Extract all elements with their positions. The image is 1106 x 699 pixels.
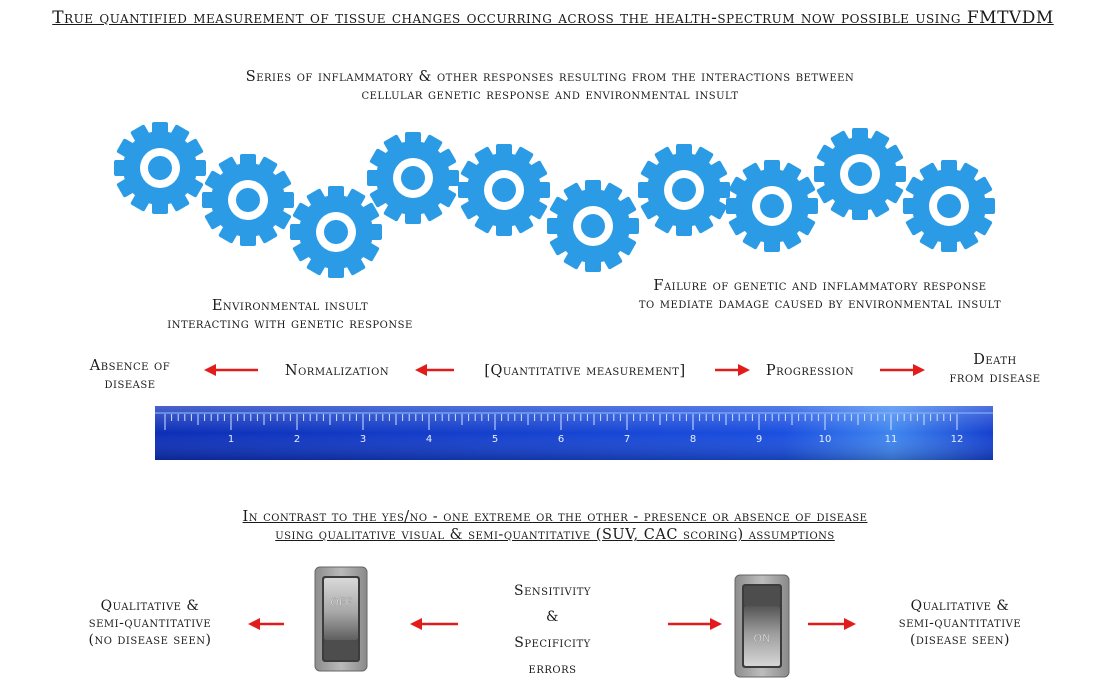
absence-line-2: disease [104, 376, 156, 392]
arrow-left-icon [204, 364, 258, 376]
series-line-2: cellular genetic response and environmen… [361, 87, 739, 103]
ruler-number: 12 [951, 434, 964, 445]
disease-seen-label: Qualitative & semi-quantitative (disease… [870, 598, 1050, 649]
ruler-number: 10 [819, 434, 832, 445]
death-line-2: from disease [949, 370, 1041, 386]
ruler-number: 5 [492, 434, 498, 445]
ruler-number: 1 [228, 434, 234, 445]
ruler-number: 3 [360, 434, 366, 445]
death-line-1: Death [973, 352, 1017, 368]
quantitative-measurement-label: [Quantitative measurement] [484, 363, 686, 379]
absence-of-disease-label: Absence of disease [70, 357, 190, 393]
failure-line-2: to mediate damage caused by environmenta… [638, 296, 1002, 312]
off-switch: OFF [314, 566, 368, 672]
right-label-line-2: semi-quantitative [898, 615, 1022, 631]
errors-line-1: Sensitivity [513, 583, 591, 599]
absence-line-1: Absence of [89, 358, 171, 374]
errors-line-3: Specificity [514, 635, 591, 651]
contrast-line-1: In contrast to the yes/no - one extreme … [242, 509, 868, 525]
series-caption: Series of inflammatory & other responses… [140, 68, 960, 104]
progression-label: Progression [765, 363, 855, 379]
env-insult-line-1: Environmental insult [211, 298, 369, 314]
left-label-line-2: semi-quantitative [88, 615, 212, 631]
ruler-number: 2 [294, 434, 300, 445]
right-label-line-1: Qualitative & [910, 598, 1010, 614]
contrast-line-2: using qualitative visual & semi-quantita… [275, 527, 835, 543]
ruler-number: 7 [624, 434, 630, 445]
errors-line-4: errors [528, 661, 577, 677]
arrow-left-icon [415, 364, 454, 376]
errors-line-2: & [546, 609, 559, 625]
page-title: True quantified measurement of tissue ch… [52, 8, 1054, 28]
series-line-1: Series of inflammatory & other responses… [245, 69, 855, 85]
death-from-disease-label: Death from disease [920, 351, 1070, 387]
left-label-line-3: (no disease seen) [88, 632, 212, 648]
ruler-number: 4 [426, 434, 432, 445]
on-switch: ON [734, 574, 790, 678]
right-label-line-3: (disease seen) [909, 632, 1011, 648]
ruler-number: 11 [885, 434, 898, 445]
contrast-caption: In contrast to the yes/no - one extreme … [120, 508, 990, 544]
no-disease-seen-label: Qualitative & semi-quantitative (no dise… [60, 598, 240, 649]
ruler-number: 9 [756, 434, 762, 445]
normalization-label: Normalization [284, 363, 390, 379]
left-label-line-1: Qualitative & [100, 598, 200, 614]
failure-line-1: Failure of genetic and inflammatory resp… [653, 278, 987, 294]
on-switch-label: ON [754, 632, 771, 645]
env-insult-line-2: interacting with genetic response [167, 316, 413, 332]
errors-label: Sensitivity & Specificity errors [490, 578, 615, 682]
arrow-right-icon [880, 364, 925, 376]
arrow-right-icon [715, 364, 750, 376]
ruler-number: 6 [558, 434, 564, 445]
off-switch-label: OFF [330, 596, 351, 609]
failure-caption: Failure of genetic and inflammatory resp… [580, 277, 1060, 313]
env-insult-caption: Environmental insult interacting with ge… [110, 297, 470, 333]
ruler-number: 8 [690, 434, 696, 445]
